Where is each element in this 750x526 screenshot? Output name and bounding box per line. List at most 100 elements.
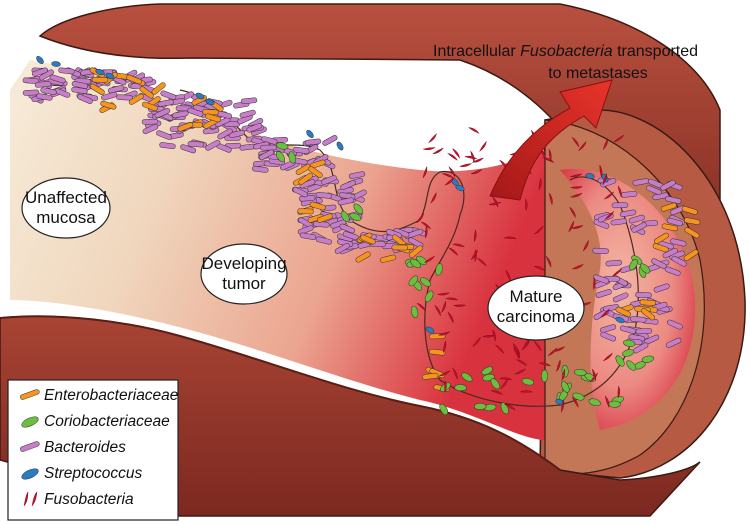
rod-icon: [20, 389, 40, 400]
lumen: [10, 60, 545, 440]
fusobacteria-cell: [600, 308, 610, 318]
fusobacteria-cell: [434, 304, 441, 317]
enterobacteriaceae-cell: [308, 166, 323, 178]
fusobacteria-cell: [533, 266, 546, 271]
annotation-line2: to metastases: [548, 65, 648, 82]
fusobacteria-cell: [617, 185, 622, 198]
bacteroides-cell: [605, 259, 623, 267]
bacteroides-cell: [662, 247, 679, 259]
streptococcus-cell: [455, 184, 465, 192]
fusobacteria-cell: [593, 277, 596, 291]
fusobacteria-cell: [452, 304, 467, 307]
bacteroides-cell: [293, 146, 310, 154]
fusobacteria-cell: [498, 377, 513, 380]
coriobacteriaceae-cell: [340, 210, 350, 223]
coriobacteriaceae-cell: [615, 355, 625, 367]
fusobacteria-cell: [603, 191, 615, 200]
fusobacteria-cell: [422, 166, 428, 179]
bacteroides-cell: [160, 90, 177, 100]
bacteroides-cell: [635, 328, 653, 335]
fusobacteria-cell: [561, 368, 566, 382]
streptococcus-cell: [195, 92, 205, 100]
enterobacteriaceae-cell: [205, 113, 222, 123]
coriobacteriaceae-cell: [349, 212, 362, 221]
fusobacteria-cell: [471, 157, 485, 163]
fusobacteria-cell: [425, 225, 428, 239]
bacteroides-cell: [58, 67, 75, 75]
bacteroides-cell: [315, 236, 332, 245]
bacteroides-cell: [217, 128, 233, 140]
fusobacteria-cell: [604, 395, 610, 408]
fusobacteria-cell: [599, 164, 603, 178]
legend-label: Fusobacteria: [44, 491, 134, 508]
legend-item-bacteroides: Bacteroides: [20, 439, 126, 456]
enterobacteriaceae-cell: [360, 234, 376, 245]
coriobacteriaceae-cell: [541, 369, 549, 383]
bacteroides-cell: [205, 139, 221, 151]
label-developing-line1: Developing: [201, 254, 286, 273]
coriobacteriaceae-cell: [288, 151, 296, 164]
fusobacteria-cell: [494, 344, 505, 354]
fusobacteria-cell: [459, 163, 473, 167]
bacteroides-cell: [49, 74, 66, 84]
fusobacteria-cell: [490, 390, 504, 395]
bacteroides-cell: [610, 218, 627, 226]
fusobacteria-cell: [448, 247, 459, 256]
metastasis-arrow: [489, 79, 613, 201]
enterobacteriaceae-cell: [100, 100, 117, 110]
fusobacteria-cell: [521, 340, 530, 351]
bacteroides-cell: [77, 94, 93, 104]
fusobacteria-cell: [504, 404, 516, 411]
coriobacteriaceae-cell: [481, 366, 493, 376]
streptococcus-cell: [95, 68, 105, 76]
fusobacteria-cell: [416, 212, 425, 224]
fusobacteria-cell: [441, 300, 447, 314]
enterobacteriaceae-cell: [139, 86, 154, 99]
bacteroides-cell: [292, 186, 308, 198]
fusobacteria-cell: [444, 177, 455, 186]
coriobacteriaceae-cell: [622, 349, 635, 357]
bacteroides-cell: [628, 214, 645, 224]
legend-item-fusobacteria: Fusobacteria: [23, 491, 134, 508]
bacteroides-cell: [646, 185, 662, 196]
bacteroides-cell: [240, 97, 258, 105]
bacteroides-cell: [116, 94, 133, 101]
streptococcus-cell: [205, 98, 215, 106]
coriobacteriaceae-cell: [435, 263, 443, 276]
label-unaffected-line1: Unaffected: [25, 188, 107, 207]
bacteroides-cell: [653, 283, 670, 293]
fusobacteria-cell: [430, 191, 437, 204]
bacteroides-cell: [666, 217, 683, 227]
enterobacteriaceae-cell: [660, 202, 677, 212]
fusobacteria-cell: [436, 292, 451, 296]
fusobacteria-cell: [604, 210, 615, 220]
enterobacteriaceae-cell: [684, 227, 700, 239]
fusobacteria-cell: [445, 297, 459, 301]
fusobacteria-cell: [472, 336, 481, 347]
bacteroides-cell: [665, 195, 682, 204]
bacteroides-cell: [631, 222, 647, 233]
fusobacteria-cell: [503, 236, 517, 239]
bacteroides-cell: [600, 324, 617, 333]
legend-label: Coriobacteriaceae: [44, 413, 170, 430]
bacteroides-cell: [315, 192, 333, 199]
fusobacteria-cell: [422, 147, 436, 151]
label-mature-line1: Mature: [510, 287, 563, 306]
fusobacteria-cell: [447, 311, 454, 324]
enterobacteriaceae-cell: [295, 163, 311, 176]
fusobacteria-cell: [611, 268, 623, 277]
bacteroides-cell: [339, 223, 356, 234]
fusobacteria-cell: [542, 157, 555, 163]
fusobacteria-cell: [452, 367, 458, 380]
enterobacteriaceae-cell: [683, 249, 699, 261]
fusobacteria-cell: [514, 368, 527, 375]
bacteroides-cell: [297, 225, 314, 235]
bacteroides-cell: [22, 77, 40, 85]
coriobacteriaceae-cell: [588, 398, 601, 407]
fusobacteria-cell: [443, 340, 447, 354]
fusobacteria-cell: [556, 359, 561, 372]
fusobacteria-cell: [441, 173, 455, 179]
fusobacteria-cell: [470, 249, 478, 261]
enterobacteriaceae-cell: [126, 74, 142, 85]
coriobacteriaceae-cell: [608, 400, 621, 408]
